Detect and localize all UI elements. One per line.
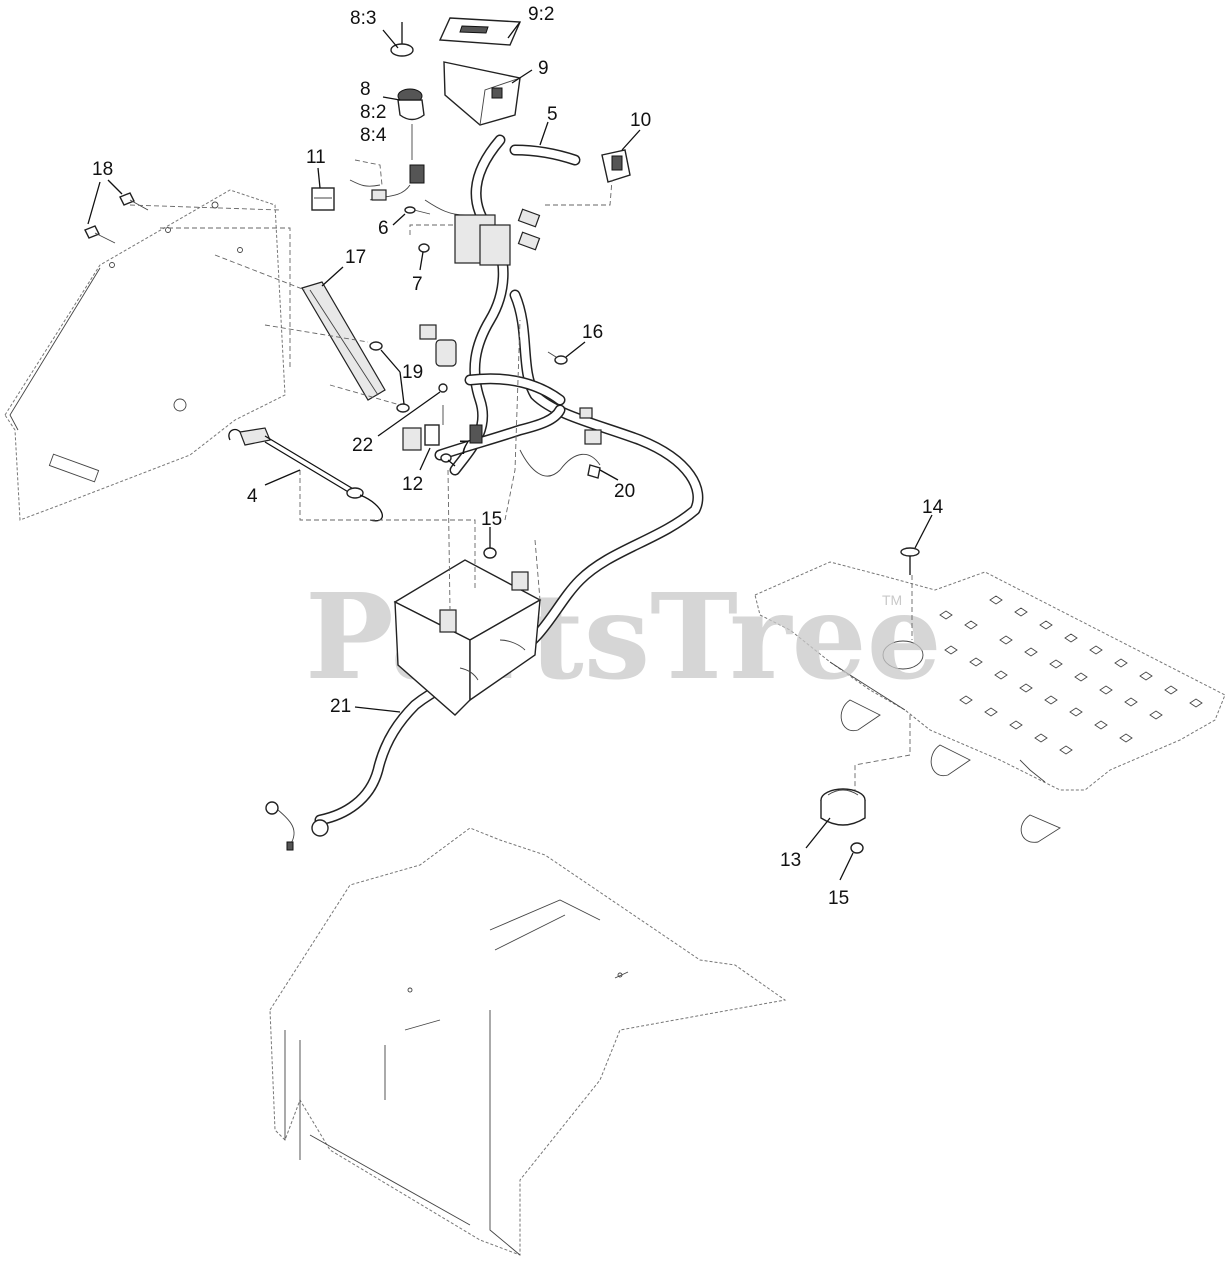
nut-15-battery	[483, 547, 497, 559]
decal	[438, 17, 522, 46]
battery	[393, 559, 542, 716]
pto-switch	[601, 149, 631, 183]
relay	[311, 187, 335, 211]
ignition-switch	[397, 88, 425, 160]
wiring-harness	[265, 134, 704, 851]
harness-clamp	[587, 464, 601, 479]
battery-hold-down-rod	[228, 427, 383, 522]
callout-7-lower: 7	[459, 438, 470, 459]
footrest-plate	[754, 561, 1226, 843]
callout-19: 19	[402, 362, 423, 383]
screw	[404, 206, 431, 215]
callout-15-switch: 15	[828, 888, 849, 909]
nut-19-lower	[396, 403, 410, 413]
washer-22	[438, 383, 448, 393]
callout-8-2: 8:2	[360, 102, 386, 123]
callout-12: 12	[402, 474, 423, 495]
callout-13: 13	[780, 850, 801, 871]
watermark-tm: TM	[882, 592, 902, 608]
callout-11: 11	[306, 147, 326, 168]
callout-20: 20	[614, 481, 635, 502]
callout-9: 9	[538, 58, 549, 79]
callout-15-battery: 15	[481, 509, 502, 530]
leader-lines	[87, 21, 933, 881]
nut-15-switch	[850, 842, 864, 854]
circuit-breaker	[402, 405, 444, 451]
callout-9-2: 9:2	[528, 4, 554, 25]
hour-meter-housing	[443, 61, 521, 126]
clevis-pin	[900, 547, 920, 575]
callout-4: 4	[247, 486, 258, 507]
bottom-shroud	[269, 827, 787, 1256]
callouts: 8:3 9:2 9 8 8:2 8:4 5 10 11 18 6 7 17 16…	[92, 4, 944, 909]
seat-switch	[820, 788, 866, 826]
nut-19-upper	[369, 341, 383, 351]
callout-6: 6	[378, 218, 389, 239]
callout-10: 10	[630, 110, 651, 131]
callout-16: 16	[582, 322, 603, 343]
callout-8: 8	[360, 79, 371, 100]
callout-22: 22	[352, 435, 373, 456]
plate-holes	[939, 595, 1203, 755]
callout-14: 14	[922, 497, 944, 518]
callout-21: 21	[330, 696, 351, 717]
assembly-lines	[129, 159, 913, 790]
left-side-panel	[4, 189, 286, 521]
callout-8-3: 8:3	[350, 8, 376, 29]
callout-18: 18	[92, 159, 113, 180]
callout-8-4: 8:4	[360, 125, 387, 146]
callout-5: 5	[547, 104, 558, 125]
ignition-key	[390, 22, 414, 57]
callout-7-upper: 7	[412, 274, 423, 295]
screw-16	[547, 351, 568, 365]
mounting-bracket	[301, 281, 386, 401]
callout-17: 17	[345, 247, 366, 268]
nut-upper	[418, 243, 430, 253]
